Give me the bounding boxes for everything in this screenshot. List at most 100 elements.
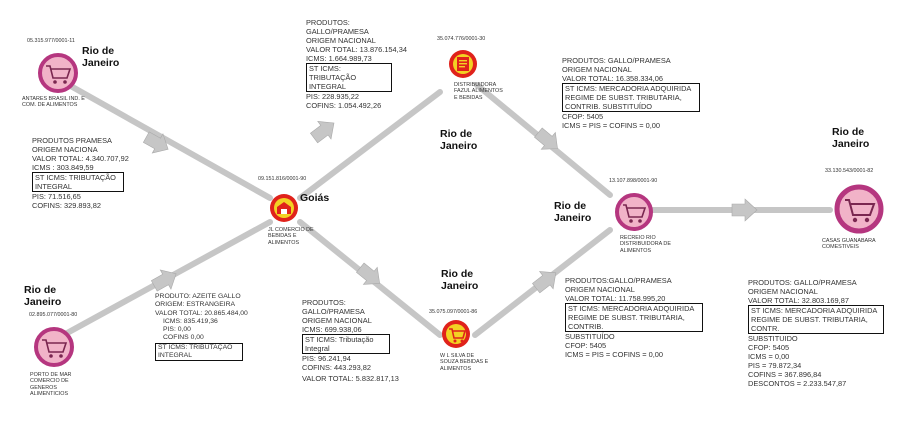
company-name: RECREIO RIO DISTRIBUIDORA DE ALIMENTOS	[620, 235, 671, 254]
arrow-marker	[150, 269, 177, 292]
company-city: Rio de Janeiro	[82, 45, 120, 69]
info-line: COFINS: 329.893,82	[32, 201, 102, 210]
info-line: CFOP: 5405	[748, 343, 790, 352]
info-line: ICMS : 303.849,59	[32, 163, 94, 172]
info-block-antares: PRODUTOS PRAMESA ORIGEM NACIONA VALOR TO…	[32, 136, 142, 210]
company-id: 35.075.097/0001-86	[429, 309, 478, 315]
company-id: 13.107.898/0001-90	[609, 178, 658, 184]
info-line: GALLO/PRAMESA	[302, 307, 365, 316]
arrow-marker	[309, 121, 335, 144]
info-line: COFINS: 443.293,82	[302, 363, 372, 372]
company-node-recreio[interactable]	[614, 192, 654, 237]
company-id: 33.130.543/0001-82	[825, 168, 874, 174]
info-line: PRODUTOS:	[302, 298, 346, 307]
info-line: VALOR TOTAL: 11.758.995,20	[565, 294, 666, 303]
info-line: ICMS = PIS = COFINS = 0,00	[565, 350, 663, 359]
company-id: 02.895.077/0001-80	[29, 312, 78, 318]
info-line: ICMS: 699.938,06	[302, 325, 362, 334]
st-icms-box: ST ICMS: MERCADORIA ADQUIRIDA REGIME DE …	[562, 83, 700, 112]
info-line: ICMS = 0,00	[748, 352, 790, 361]
company-city: Rio de Janeiro	[832, 126, 870, 150]
shopping-cart-icon	[34, 327, 74, 367]
company-id: 35.074.776/0001-30	[437, 36, 486, 42]
info-line: ORIGEM NACIONAL	[562, 65, 632, 74]
warehouse-pin-icon	[270, 194, 298, 222]
st-icms-box: ST ICMS: MERCADORIA ADQUIRIDA REGIME DE …	[748, 305, 884, 334]
company-id: 05.315.977/0001-11	[27, 38, 75, 44]
company-name: W L SILVA DE SOUZA BEBIDAS E ALIMENTOS	[440, 353, 489, 372]
st-icms-box: ST ICMS: TRIBUTAÇÃO INTEGRAL	[306, 63, 392, 92]
company-city: Rio de Janeiro	[440, 128, 478, 152]
info-line: PIS: 96.241,94	[302, 354, 351, 363]
info-line: COFINS = 367.896,84	[748, 370, 822, 379]
info-line: VALOR TOTAL: 4.340.707,92	[32, 154, 129, 163]
info-line: ICMS: 835.419,36	[163, 317, 218, 325]
info-block-wl: PRODUTOS: GALLO/PRAMESA ORIGEM NACIONAL …	[302, 298, 412, 383]
company-node-porto[interactable]	[33, 326, 75, 373]
info-line: ICMS = PIS = COFINS = 0,00	[562, 121, 660, 130]
info-line: PRODUTOS PRAMESA	[32, 136, 112, 145]
info-line: PRODUTOS: GALLO/PRAMESA	[748, 278, 857, 287]
info-line: PIS = 79.872,34	[748, 361, 802, 370]
company-city: Goiás	[300, 192, 330, 204]
info-line: PIS: 71.516,65	[32, 192, 81, 201]
company-name: DISTRIBUIDORA FAZUL ALIMENTOS E BEBIDAS	[454, 82, 503, 101]
info-block-porto: PRODUTO: AZEITE GALLO ORIGEM: ESTRANGEIR…	[155, 293, 265, 362]
info-line: CFOP: 5405	[565, 341, 607, 350]
shopping-cart-icon	[834, 184, 884, 234]
info-line: ORIGEM NACIONA	[32, 145, 98, 154]
info-line: CFOP: 5405	[562, 112, 604, 121]
info-line: DESCONTOS = 2.233.547,87	[748, 379, 847, 388]
info-line: PRODUTOS:GALLO/PRAMESA	[565, 276, 672, 285]
info-line: GALLO/PRAMESA	[306, 27, 369, 36]
info-line: ORIGEM NACIONAL	[565, 285, 635, 294]
info-line: PIS: 228.935,22	[306, 92, 360, 101]
info-line: VALOR TOTAL: 5.832.817,13	[302, 374, 399, 383]
info-line: COFINS: 1.054.492,26	[306, 101, 382, 110]
info-line: VALOR TOTAL: 20.865.484,00	[155, 309, 248, 317]
info-block-casas: PRODUTOS: GALLO/PRAMESA ORIGEM NACIONAL …	[748, 278, 888, 388]
shopping-cart-icon	[615, 193, 653, 231]
connector-jl-azul	[297, 89, 443, 201]
company-node-wl[interactable]	[440, 318, 472, 355]
st-icms-box: ST ICMS: MERCADORIA ADQUIRIDA REGIME DE …	[565, 303, 703, 332]
arrow-marker	[356, 262, 381, 285]
company-name: ANTARES BRASIL IND. E COM. DE ALIMENTOS	[22, 96, 85, 109]
info-line: PIS: 0,00	[163, 326, 191, 334]
company-city: Rio de Janeiro	[24, 284, 62, 308]
info-line: PRODUTOS:	[306, 18, 350, 27]
arrow-marker	[534, 127, 558, 150]
info-line: VALOR TOTAL: 16.358.334,06	[562, 74, 663, 83]
info-block-azul: PRODUTOS: GALLO/PRAMESA ORIGEM NACIONAL …	[306, 18, 421, 110]
company-id: 09.151.816/0001-90	[258, 176, 307, 182]
arrow-marker	[142, 131, 169, 154]
info-block-recreio-bottom: PRODUTOS:GALLO/PRAMESA ORIGEM NACIONAL V…	[565, 276, 705, 359]
company-name: CASAS GUANABARA COMESTIVEIS	[822, 238, 876, 251]
company-node-azul[interactable]	[447, 48, 479, 85]
shopping-cart-icon	[442, 320, 470, 348]
info-line: ORIGEM NACIONAL	[302, 316, 372, 325]
info-line: ORIGEM NACIONAL	[748, 287, 818, 296]
company-name: JL COMERCIO DE BEBIDAS E ALIMENTOS	[268, 227, 314, 246]
info-line: COFINS 0,00	[163, 334, 204, 342]
arrow-marker	[731, 198, 758, 222]
company-name: PORTO DE MAR COMERCIO DE GENEROS ALIMENT…	[30, 372, 72, 398]
st-icms-box: ST ICMS: TRIBUTAÇÃO INTEGRAL	[155, 342, 243, 362]
company-city: Rio de Janeiro	[441, 268, 479, 292]
document-pin-icon	[449, 50, 477, 78]
info-line: VALOR TOTAL: 13.876.154,34	[306, 45, 407, 54]
company-node-casas[interactable]	[833, 183, 885, 240]
arrow-marker	[532, 271, 557, 294]
info-line: PRODUTOS: GALLO/PRAMESA	[562, 56, 671, 65]
company-node-jl[interactable]	[268, 192, 300, 229]
shopping-cart-icon	[38, 53, 78, 93]
info-line: ORIGEM NACIONAL	[306, 36, 376, 45]
info-line: SUBSTITUÍDO	[565, 332, 615, 341]
company-city: Rio de Janeiro	[554, 200, 592, 224]
info-line: SUBSTITUIDO	[748, 334, 798, 343]
info-line: PRODUTO: AZEITE GALLO	[155, 293, 241, 300]
info-line: VALOR TOTAL: 32.803.169,87	[748, 296, 849, 305]
company-node-antares[interactable]	[37, 52, 79, 99]
info-line: ICMS: 1.664.989,73	[306, 54, 372, 63]
